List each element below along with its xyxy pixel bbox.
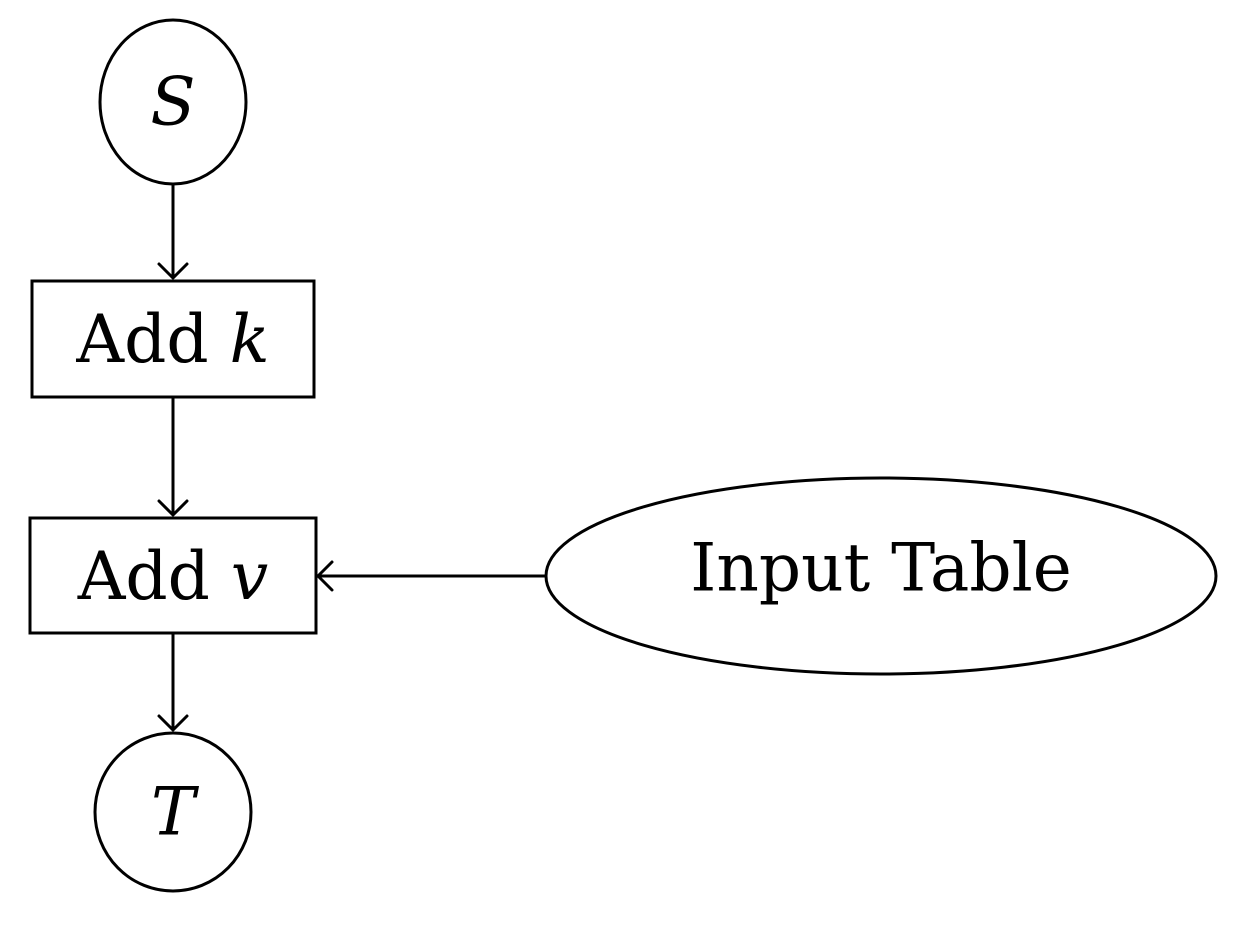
edge-add-k-to-add-v: [157, 397, 189, 517]
node-add-k-var: k: [230, 301, 270, 378]
node-s-label: S: [150, 64, 195, 141]
node-input-table-label: Input Table: [690, 530, 1072, 607]
svg-text:Add v: Add v: [77, 538, 268, 615]
svg-text:Add k: Add k: [75, 301, 269, 378]
edge-s-to-add-k: [157, 184, 189, 280]
node-input-table: Input Table: [544, 476, 1218, 676]
node-add-k-prefix: Add: [75, 301, 208, 378]
node-add-v-prefix: Add: [77, 538, 210, 615]
node-s: S: [98, 18, 248, 186]
edge-input-table-to-add-v: [316, 560, 546, 592]
node-add-k: Add k: [30, 279, 316, 399]
edge-add-v-to-t: [157, 633, 189, 732]
node-add-v: Add v: [28, 516, 318, 635]
node-t-label: T: [151, 774, 200, 851]
node-add-v-var: v: [231, 538, 268, 615]
node-t: T: [93, 731, 253, 893]
